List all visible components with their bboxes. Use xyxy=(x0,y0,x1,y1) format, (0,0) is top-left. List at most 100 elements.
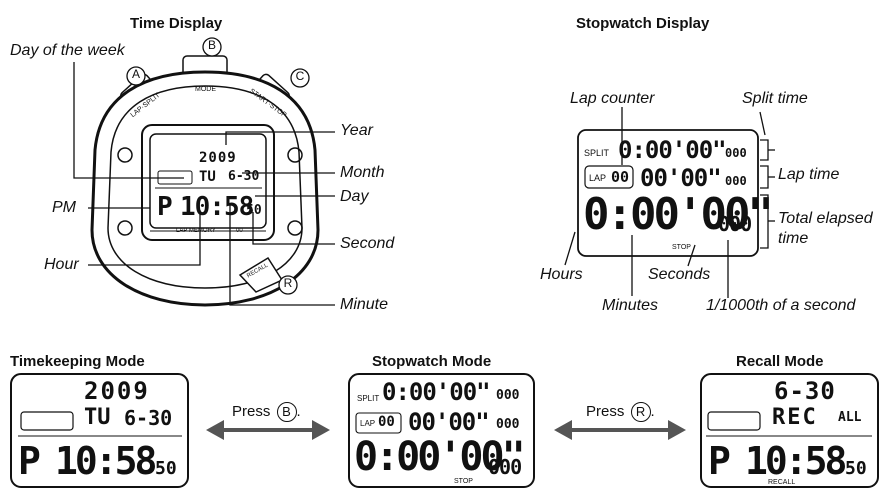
button-b-marker xyxy=(202,37,222,57)
time-display-title: Time Display xyxy=(130,15,223,32)
button-r-label: R xyxy=(283,276,293,290)
button-r-glyph: R xyxy=(630,402,651,422)
swm-lap-count: 00 xyxy=(378,414,395,430)
watch-illustration xyxy=(90,37,320,307)
rc-all: ALL xyxy=(838,410,862,425)
button-c-label: C xyxy=(295,69,305,83)
bezel-lap-memory-text: LAP MEMORY xyxy=(176,228,216,234)
sw-lap-time: 00'00" xyxy=(640,164,722,192)
rc-rec: REC xyxy=(772,405,818,430)
sw-split-tag: SPLIT xyxy=(584,148,610,158)
tk-month-day: 6-30 xyxy=(124,406,173,430)
label-month: Month xyxy=(340,164,385,181)
label-year: Year xyxy=(340,122,373,139)
tk-time: 10:58 xyxy=(55,439,157,483)
watch-lcd-time: 10:58 xyxy=(180,192,254,222)
stopwatch-display-title: Stopwatch Display xyxy=(576,15,710,32)
sw-split-ms: 000 xyxy=(725,146,747,160)
sw-stop-indicator: STOP xyxy=(672,244,691,251)
watch-lcd-seconds: 50 xyxy=(246,203,262,218)
transition-arrow-right xyxy=(554,420,686,440)
screw-icon xyxy=(117,220,133,236)
rc-time: 10:58 xyxy=(745,439,847,483)
label-hours: Hours xyxy=(540,266,583,283)
timekeeping-mode-title: Timekeeping Mode xyxy=(10,353,145,370)
swm-split-ms: 000 xyxy=(496,388,520,403)
swm-split-tag: SPLIT xyxy=(357,394,380,403)
screw-icon xyxy=(287,147,303,163)
screw-icon xyxy=(117,147,133,163)
swm-lap-tag: LAP xyxy=(360,419,376,428)
lap-counter-box xyxy=(584,165,634,189)
transition-arrow-left xyxy=(206,420,330,440)
label-thousandths: 1/1000th of a second xyxy=(706,297,856,314)
stopwatch-lcd xyxy=(577,129,759,257)
sw-total-ms: 000 xyxy=(718,212,752,236)
swm-split-time: 0:00'00" xyxy=(382,378,491,406)
sw-lap-count: 00 xyxy=(611,168,630,186)
label-second: Second xyxy=(340,235,395,252)
tk-pm: P xyxy=(18,439,41,483)
button-b-glyph: B xyxy=(276,402,297,422)
button-b-label: B xyxy=(207,38,216,52)
label-hour: Hour xyxy=(44,256,79,273)
rc-seconds: 50 xyxy=(845,458,867,479)
recall-screen xyxy=(700,373,879,488)
press-b-period: . xyxy=(296,403,301,420)
button-a-label: A xyxy=(131,67,140,81)
swm-lap-time: 00'00" xyxy=(408,408,490,436)
watch-lcd xyxy=(149,133,267,229)
label-minute: Minute xyxy=(340,296,389,313)
button-r-marker xyxy=(278,275,298,295)
sw-split-time: 0:00'00" xyxy=(618,136,727,164)
bezel-mode-text: MODE xyxy=(195,86,216,93)
swm-total-time: 0:00'00" xyxy=(354,434,526,480)
watch-lcd-year: 2009 xyxy=(199,150,237,166)
press-b-text: Press xyxy=(232,403,271,420)
recall-mode-title: Recall Mode xyxy=(736,353,824,370)
sw-total-time: 0:00'00" xyxy=(583,189,774,240)
time-display-leaders xyxy=(73,62,335,306)
sw-lap-ms: 000 xyxy=(725,174,747,188)
timekeeping-blank-box xyxy=(20,411,74,431)
stopwatch-mode-title: Stopwatch Mode xyxy=(372,353,492,370)
rc-pm: P xyxy=(708,439,731,483)
label-total-elapsed: Total elapsed time xyxy=(778,210,873,247)
label-seconds: Seconds xyxy=(648,266,711,283)
bezel-counter-text: 00 xyxy=(236,228,243,234)
watch-lcd-month-day: 6-30 xyxy=(228,169,260,184)
timekeeping-screen xyxy=(10,373,189,488)
label-lap-counter: Lap counter xyxy=(570,90,655,107)
swm-lap-ms: 000 xyxy=(496,417,520,432)
rc-month-day: 6-30 xyxy=(774,377,836,405)
stopwatch-leaders xyxy=(564,107,775,298)
label-pm: PM xyxy=(52,199,76,216)
label-day-of-week: Day of the week xyxy=(10,42,125,59)
rc-recall-indicator: RECALL xyxy=(768,479,796,486)
watch-case-inner xyxy=(107,85,303,289)
stopwatch-lap-box xyxy=(355,412,402,434)
screw-icon xyxy=(287,220,303,236)
watch-lcd-day: TU xyxy=(199,169,216,185)
tk-year: 2009 xyxy=(84,377,150,405)
label-split-time: Split time xyxy=(742,90,808,107)
recall-blank-box xyxy=(707,411,761,431)
watch-lcd-pm: P xyxy=(157,192,173,222)
tk-seconds: 50 xyxy=(155,458,177,479)
press-b-instruction: Press B. xyxy=(232,402,301,422)
swm-total-ms: 000 xyxy=(488,455,522,479)
button-a-marker xyxy=(126,66,146,86)
label-minutes: Minutes xyxy=(602,297,659,314)
stopwatch-display-panel xyxy=(564,107,775,298)
watch-bezel-frame xyxy=(141,124,275,241)
stopwatch-screen xyxy=(348,373,535,488)
press-r-text: Press xyxy=(586,403,625,420)
label-day: Day xyxy=(340,188,369,205)
sw-lap-tag: LAP xyxy=(589,173,607,183)
label-lap-time: Lap time xyxy=(778,166,840,183)
button-c-marker xyxy=(290,68,310,88)
press-r-instruction: Press R. xyxy=(586,402,655,422)
tk-day: TU xyxy=(84,405,111,430)
swm-stop-indicator: STOP xyxy=(454,478,473,485)
